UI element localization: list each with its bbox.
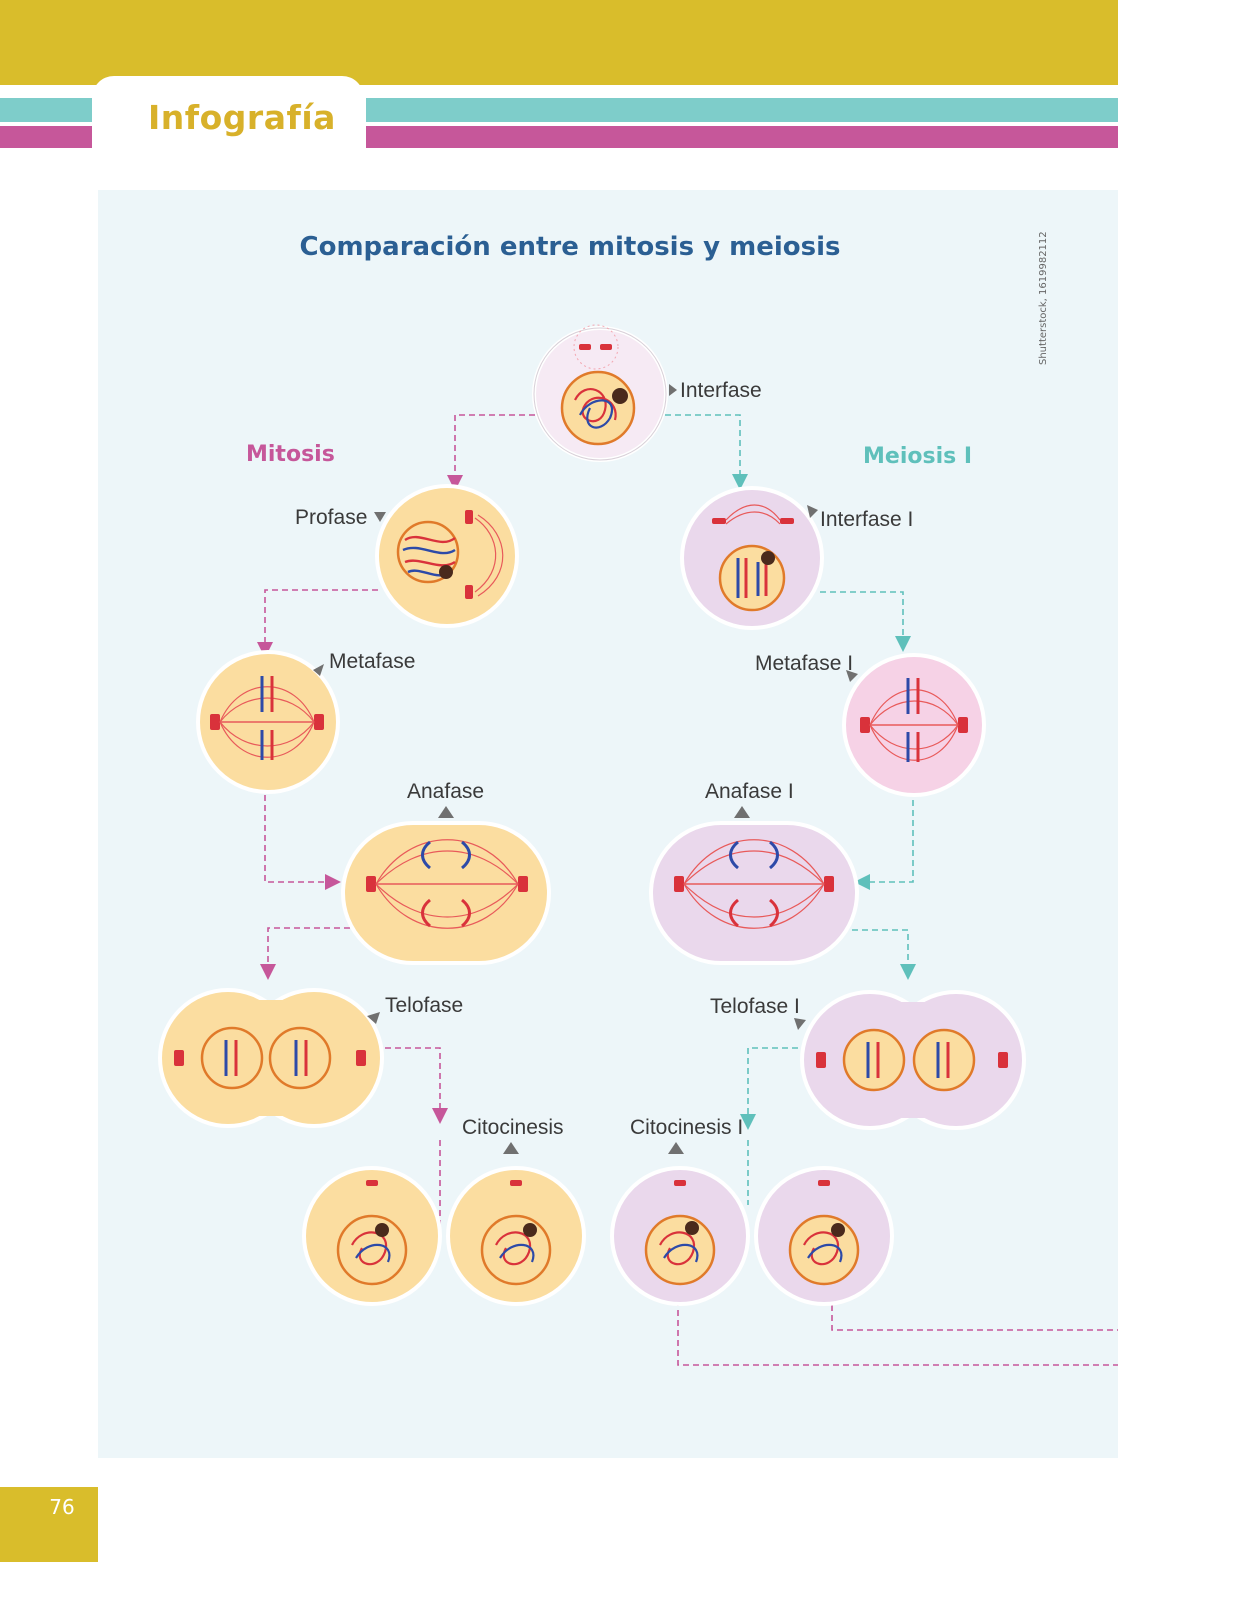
stage-label-anafase-i: Anafase I <box>705 780 794 803</box>
header-stripe-pink <box>366 126 1118 148</box>
stage-label-interfase: Interfase <box>680 379 762 402</box>
cell-profase <box>375 484 519 628</box>
connector-metafase-i-anafase-i <box>854 800 914 890</box>
connector-metafase-anafase <box>264 795 341 890</box>
connector-exit-low <box>677 1300 1118 1366</box>
header-stripe-teal <box>0 98 92 122</box>
cell-anafase <box>341 821 551 965</box>
section-tab-title: Infografía <box>148 98 336 137</box>
page-number-box <box>0 1487 98 1562</box>
mitosis-connectors <box>257 414 1118 1366</box>
cell-citocinesis-right <box>446 1166 586 1306</box>
meiosis-connectors <box>665 414 916 1205</box>
connector-exit-high <box>831 1305 1118 1331</box>
connector-anafase-telofase <box>260 927 350 980</box>
connector-anafase-i-telofase-i <box>852 929 916 980</box>
cell-metafase-i <box>842 653 986 797</box>
stage-label-anafase: Anafase <box>407 780 484 803</box>
cell-anafase-i <box>649 821 859 965</box>
page-margin <box>1118 0 1236 1600</box>
connector-interfase-interfase-i <box>665 414 748 490</box>
connector-telofase-citocinesis <box>385 1047 448 1124</box>
cell-citocinesis-i-left <box>610 1166 750 1306</box>
header-stripe-teal <box>366 98 1118 122</box>
cell-citocinesis-left <box>302 1166 442 1306</box>
cell-interfase <box>532 324 668 462</box>
stage-label-interfase-i: Interfase I <box>820 508 913 531</box>
page-title: Comparación entre mitosis y meiosis <box>299 232 841 262</box>
cell-interfase-i <box>680 486 824 630</box>
section-tab <box>92 76 364 168</box>
stage-label-citocinesis: Citocinesis <box>462 1116 564 1139</box>
cell-citocinesis-i-right <box>754 1166 894 1306</box>
stage-label-telofase-i: Telofase I <box>710 995 800 1018</box>
stage-label-profase: Profase <box>295 506 367 529</box>
connector-telofase-i-citocinesis-i <box>740 1047 798 1130</box>
column-title-meiosis: Meiosis I <box>863 444 972 469</box>
cell-telofase <box>158 988 384 1128</box>
connector-interfase-i-metafase-i <box>820 591 911 652</box>
stage-label-metafase: Metafase <box>329 650 415 673</box>
stage-label-metafase-i: Metafase I <box>755 652 853 675</box>
connector-profase-metafase <box>257 589 378 658</box>
cell-telofase-i <box>800 990 1026 1130</box>
cell-metafase <box>196 650 340 794</box>
column-title-mitosis: Mitosis <box>246 442 335 467</box>
page-number: 76 <box>49 1495 75 1519</box>
header-stripe-pink <box>0 126 92 148</box>
label-pointers <box>313 384 858 1154</box>
connector-interfase-profase <box>447 414 535 491</box>
stage-label-citocinesis-i: Citocinesis I <box>630 1116 743 1139</box>
stage-label-telofase: Telofase <box>385 994 463 1017</box>
header-band <box>0 0 1118 85</box>
